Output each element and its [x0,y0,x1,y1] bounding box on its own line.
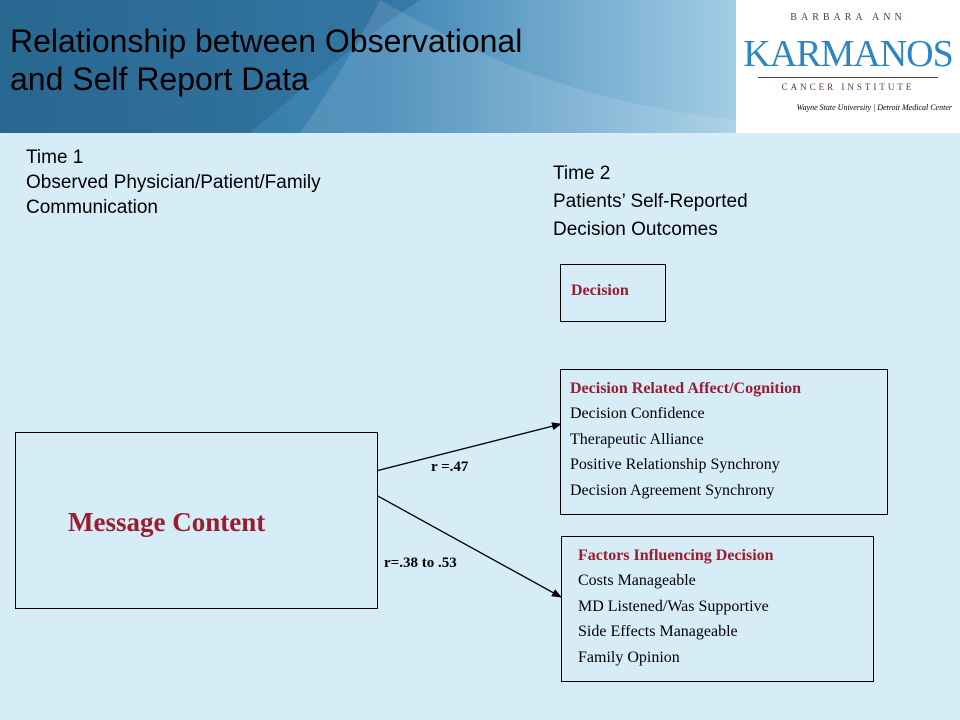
time1-label: Time 1 [26,147,84,168]
header-banner: Relationship between Observational and S… [0,0,960,133]
message-content-label: Message Content [68,507,266,537]
time2-line1: Patients’ Self-Reported [553,191,748,212]
decision-label: Decision [571,282,629,299]
list-item: Therapeutic Alliance [570,430,704,448]
slide-title: Relationship between Observational and S… [10,22,522,98]
correlation-label-factors: r=.38 to .53 [384,555,457,571]
decision-box: Decision [560,264,666,322]
title-line-2: and Self Report Data [10,61,309,97]
list-item: Family Opinion [578,648,680,666]
list-item: Positive Relationship Synchrony [570,456,780,473]
logo-divider [758,77,938,78]
list-item: Decision Agreement Synchrony [570,481,775,499]
list-item: MD Listened/Was Supportive [578,597,769,615]
logo-subtitle: CANCER INSTITUTE [781,82,915,92]
karmanos-logo: BARBARA ANN KARMANOS CANCER INSTITUTE Wa… [736,0,960,133]
time1-line2: Communication [26,197,158,218]
affect-cognition-title: Decision Related Affect/Cognition [570,380,802,397]
time1-line1: Observed Physician/Patient/Family [26,172,321,193]
title-line-1: Relationship between Observational [10,23,523,59]
logo-tagline: Wayne State University | Detroit Medical… [796,103,952,112]
time2-heading: Time 2 Patients’ Self-Reported Decision … [553,160,748,244]
time1-heading: Time 1 Observed Physician/Patient/Family… [26,145,321,220]
list-item: Costs Manageable [578,572,696,589]
affect-cognition-box: Decision Related Affect/Cognition Decisi… [560,369,888,515]
list-item: Decision Confidence [570,405,705,422]
factors-influencing-box: Factors Influencing Decision Costs Manag… [561,536,874,682]
list-item: Side Effects Manageable [578,623,738,640]
time2-line2: Decision Outcomes [553,219,718,240]
logo-top-text: BARBARA ANN [790,12,906,23]
header-swoosh [0,0,736,133]
factors-influencing-title: Factors Influencing Decision [578,547,774,564]
correlation-label-affect: r =.47 [431,459,469,475]
message-content-box: Message Content [15,432,378,609]
arrow-to-factors [375,494,562,598]
time2-label: Time 2 [553,163,611,184]
arrow-to-affect [375,422,562,472]
logo-name: KARMANOS [743,33,953,75]
